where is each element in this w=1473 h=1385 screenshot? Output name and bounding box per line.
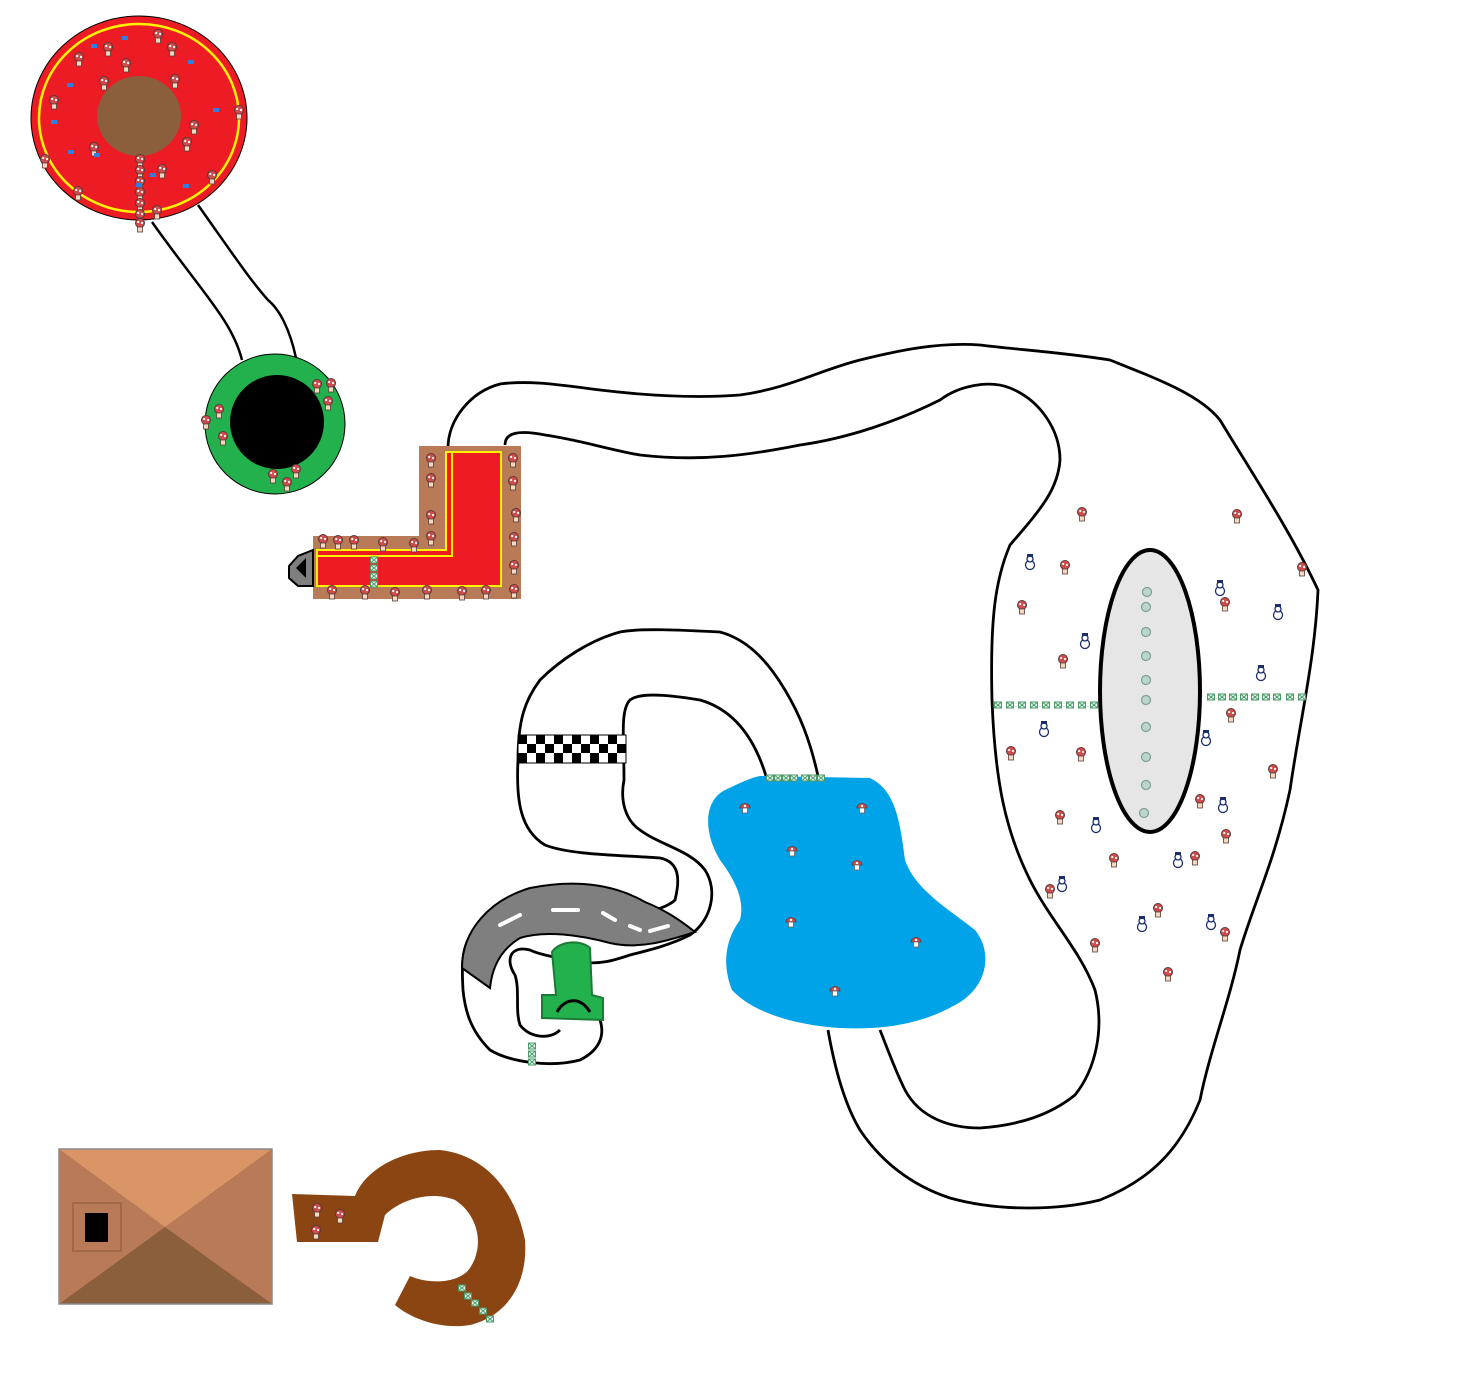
snow-fence-left: [994, 701, 1098, 709]
green-warp-ring: [201, 353, 346, 495]
donut-center: [97, 76, 181, 156]
donut-connector-track: [150, 204, 298, 361]
middle-loop-track: [460, 628, 820, 1066]
lake: [708, 774, 986, 1029]
asphalt-bridge: [460, 882, 698, 990]
snow-fence-right: [1207, 693, 1306, 701]
snow-track-upper: [446, 342, 1320, 1210]
toad-house: [58, 1148, 273, 1305]
warp-pipe: [541, 941, 604, 1022]
warp-hole: [230, 375, 324, 469]
house-door: [85, 1213, 108, 1242]
donut-plaza: [30, 15, 298, 361]
snow-field: [994, 507, 1307, 982]
red-carpet-corridor: [288, 446, 521, 602]
loop-exit-fence: [528, 1042, 536, 1066]
ice-oval: [1098, 548, 1202, 834]
finish-line: [517, 734, 627, 764]
lake-fence: [766, 774, 825, 782]
dirt-hook-track: [292, 1150, 526, 1327]
